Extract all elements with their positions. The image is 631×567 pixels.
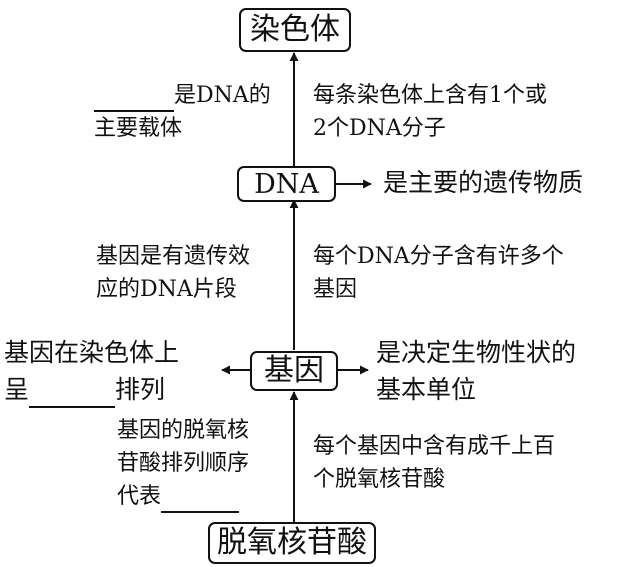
note-dna-gene-right-line1: 每个DNA分子含有许多个 bbox=[313, 244, 564, 269]
fill-blank-3 bbox=[161, 487, 240, 513]
node-gene: 基因 bbox=[250, 351, 338, 391]
node-dna: DNA bbox=[237, 166, 336, 202]
fill-blank-1 bbox=[94, 86, 174, 112]
node-dna-label: DNA bbox=[254, 168, 319, 200]
note-gene-left: 基因在染色体上 呈排列 bbox=[4, 334, 179, 408]
node-nucleotide: 脱氧核苷酸 bbox=[208, 522, 376, 564]
note-chrom-dna-right: 每条染色体上含有1个或 2个DNA分子 bbox=[313, 79, 547, 145]
node-chromosome: 染色体 bbox=[239, 8, 351, 52]
note-nuc-gene-right: 每个基因中含有成千上百 个脱氧核苷酸 bbox=[313, 430, 555, 496]
note-gene-left-line2: 呈排列 bbox=[4, 371, 179, 408]
note-nuc-gene-left-line3: 代表 bbox=[117, 480, 249, 513]
note-chrom-dna-left-line2: 主要载体 bbox=[94, 116, 183, 141]
note-gene-left-line1: 基因在染色体上 bbox=[4, 338, 180, 367]
note-nuc-gene-left-line1: 基因的脱氧核 bbox=[117, 418, 250, 443]
note-dna-gene-right-line2: 基因 bbox=[313, 277, 358, 302]
note-dna-gene-left-line1: 基因是有遗传效 bbox=[96, 244, 251, 269]
note-gene-right: 是决定生物性状的 基本单位 bbox=[376, 334, 576, 408]
note-chrom-dna-left: 是DNA的 主要载体 bbox=[94, 79, 271, 145]
note-nuc-gene-right-line1: 每个基因中含有成千上百 bbox=[313, 434, 556, 459]
node-nucleotide-label: 脱氧核苷酸 bbox=[217, 525, 367, 560]
note-dna-right-text: 是主要的遗传物质 bbox=[383, 168, 584, 197]
note-dna-gene-left: 基因是有遗传效 应的DNA片段 bbox=[96, 240, 250, 306]
note-chrom-dna-right-line2: 2个DNA分子 bbox=[313, 116, 446, 141]
note-gene-right-line1: 是决定生物性状的 bbox=[376, 338, 577, 367]
note-chrom-dna-left-line1: 是DNA的 bbox=[94, 79, 271, 112]
note-nuc-gene-left-line2: 苷酸排列顺序 bbox=[117, 451, 250, 476]
note-nuc-gene-left: 基因的脱氧核 苷酸排列顺序 代表 bbox=[117, 414, 249, 513]
note-dna-right: 是主要的遗传物质 bbox=[383, 164, 583, 201]
note-gene-right-line2: 基本单位 bbox=[376, 375, 477, 404]
note-dna-gene-right: 每个DNA分子含有许多个 基因 bbox=[313, 240, 564, 306]
note-nuc-gene-right-line2: 个脱氧核苷酸 bbox=[313, 467, 446, 492]
node-chromosome-label: 染色体 bbox=[250, 12, 340, 47]
note-chrom-dna-right-line1: 每条染色体上含有1个或 bbox=[313, 83, 547, 108]
node-gene-label: 基因 bbox=[264, 353, 324, 388]
fill-blank-2 bbox=[29, 382, 116, 408]
note-dna-gene-left-line2: 应的DNA片段 bbox=[96, 277, 237, 302]
